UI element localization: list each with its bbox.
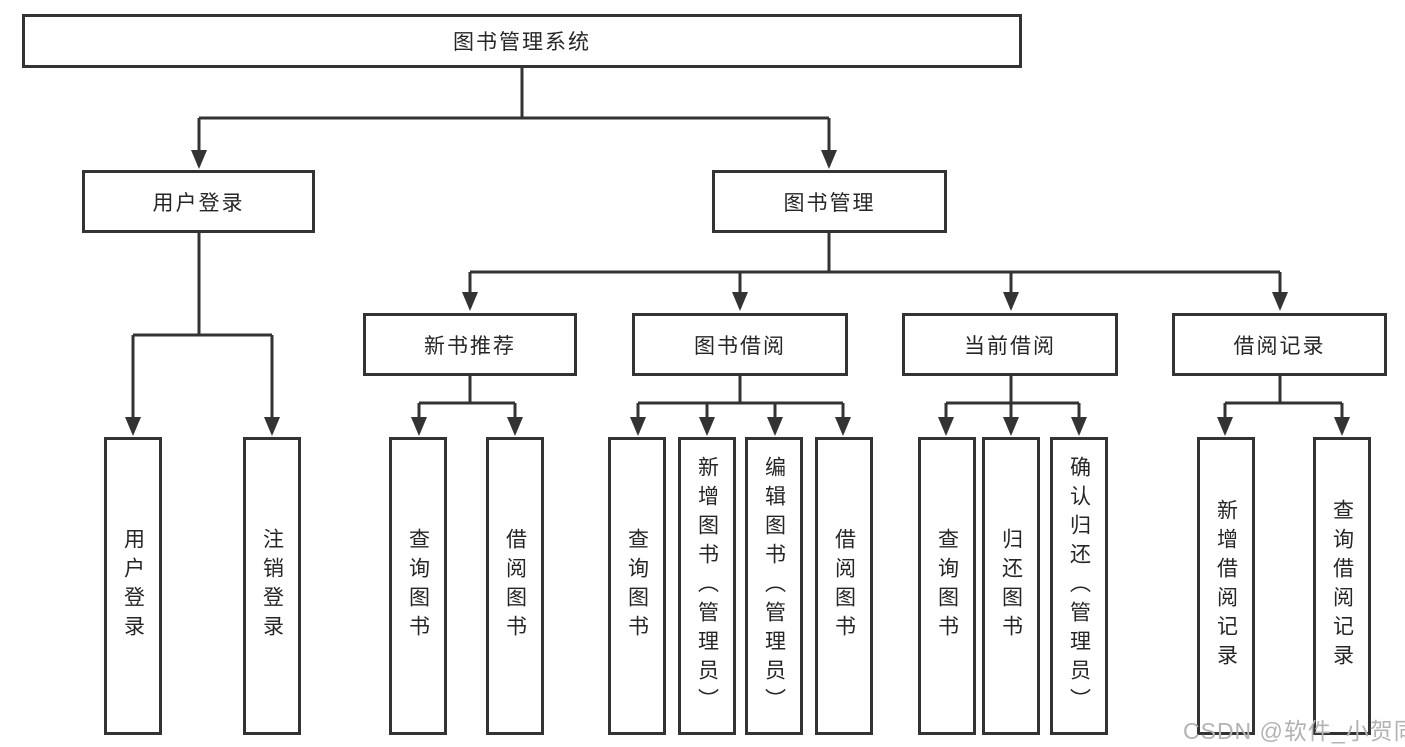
- leaf-query-books-current-label: 查询图书: [935, 528, 959, 644]
- leaf-return-books: 归还图书: [982, 437, 1040, 735]
- node-borrowing-records: 借阅记录: [1172, 313, 1387, 376]
- leaf-borrow-books: 借阅图书: [815, 437, 873, 735]
- leaf-return-books-label: 归还图书: [999, 528, 1023, 644]
- leaf-logout: 注销登录: [243, 437, 301, 735]
- node-book-borrowing: 图书借阅: [632, 313, 848, 376]
- connector-arrows: [125, 118, 1350, 436]
- leaf-add-borrow-record-label: 新增借阅记录: [1214, 499, 1238, 673]
- leaf-borrow-books-recommend-label: 借阅图书: [503, 528, 527, 644]
- node-user-login: 用户登录: [82, 170, 315, 233]
- leaf-query-borrow-record-label: 查询借阅记录: [1330, 499, 1354, 673]
- leaf-confirm-return-admin: 确认归还（管理员）: [1050, 437, 1108, 735]
- leaf-query-books-borrow: 查询图书: [608, 437, 666, 735]
- leaf-add-books-admin-label: 新增图书（管理员）: [695, 455, 719, 717]
- leaf-user-login: 用户登录: [104, 437, 162, 735]
- node-book-management: 图书管理: [712, 170, 947, 233]
- node-new-book-recommend: 新书推荐: [363, 313, 577, 376]
- leaf-borrow-books-label: 借阅图书: [832, 528, 856, 644]
- leaf-query-books-recommend-label: 查询图书: [406, 528, 430, 644]
- node-root-library-system: 图书管理系统: [22, 14, 1022, 68]
- node-current-borrowing: 当前借阅: [902, 313, 1118, 376]
- leaf-edit-books-admin: 编辑图书（管理员）: [745, 437, 803, 735]
- leaf-edit-books-admin-label: 编辑图书（管理员）: [762, 455, 786, 717]
- leaf-user-login-label: 用户登录: [121, 528, 145, 644]
- csdn-watermark: CSDN @软件_小贺同学: [1183, 718, 1405, 744]
- leaf-query-books-borrow-label: 查询图书: [625, 528, 649, 644]
- leaf-logout-label: 注销登录: [260, 528, 284, 644]
- leaf-add-books-admin: 新增图书（管理员）: [678, 437, 736, 735]
- leaf-query-borrow-record: 查询借阅记录: [1313, 437, 1371, 735]
- leaf-borrow-books-recommend: 借阅图书: [486, 437, 544, 735]
- leaf-query-books-current: 查询图书: [918, 437, 976, 735]
- leaf-add-borrow-record: 新增借阅记录: [1197, 437, 1255, 735]
- leaf-confirm-return-admin-label: 确认归还（管理员）: [1067, 455, 1091, 717]
- leaf-query-books-recommend: 查询图书: [389, 437, 447, 735]
